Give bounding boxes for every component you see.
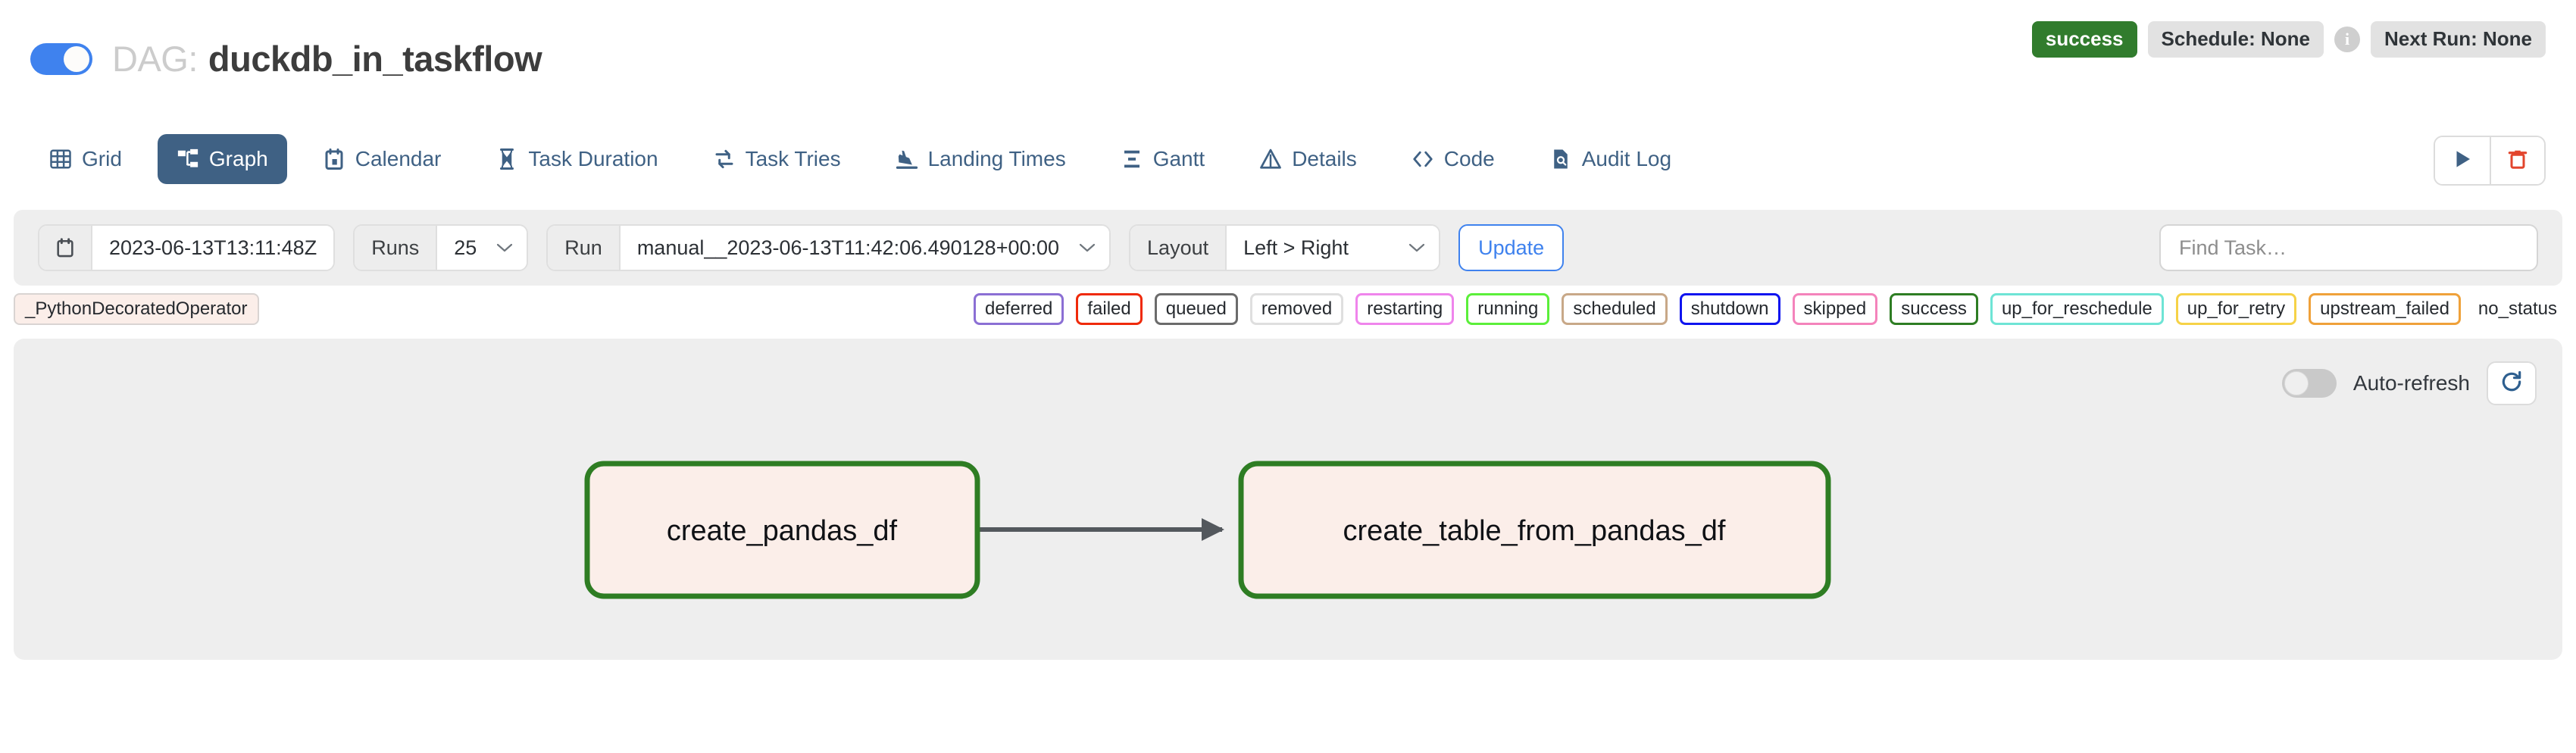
code-icon xyxy=(1411,148,1434,170)
status-chip-shutdown[interactable]: shutdown xyxy=(1679,292,1780,326)
refresh-icon xyxy=(2499,370,2524,398)
tab-label: Calendar xyxy=(355,147,442,170)
trigger-dag-button[interactable] xyxy=(2435,137,2490,184)
runs-filter-group: Runs 25 xyxy=(353,224,529,271)
run-select[interactable]: manual__2023-06-13T11:42:06.490128+00:00 xyxy=(620,226,1110,270)
status-chip-scheduled[interactable]: scheduled xyxy=(1562,292,1668,326)
node-label: create_table_from_pandas_df xyxy=(1343,515,1726,547)
status-chip-running[interactable]: running xyxy=(1466,292,1550,326)
dag-label: DAG: xyxy=(112,39,198,79)
status-chip-removed[interactable]: removed xyxy=(1249,292,1344,326)
date-filter-group: 2023-06-13T13:11:48Z xyxy=(38,224,336,271)
auto-refresh-label: Auto-refresh xyxy=(2352,371,2470,395)
layout-filter-group: Layout Left > Right xyxy=(1129,224,1441,271)
graph-toolbar: Auto-refresh xyxy=(2281,361,2537,405)
dag-graph-svg[interactable]: create_pandas_df create_table_from_panda… xyxy=(14,339,2562,660)
status-chip-upstream-failed[interactable]: upstream_failed xyxy=(2309,292,2461,326)
tab-label: Code xyxy=(1443,147,1495,170)
trash-icon xyxy=(2506,148,2529,174)
toggle-knob xyxy=(2284,371,2309,395)
node-label: create_pandas_df xyxy=(667,515,898,547)
status-chip-deferred[interactable]: deferred xyxy=(973,292,1064,326)
gantt-icon xyxy=(1121,148,1143,170)
status-chip-failed[interactable]: failed xyxy=(1076,292,1143,326)
filter-toolbar: 2023-06-13T13:11:48Z Runs 25 Run manual_… xyxy=(14,210,2562,286)
chevron-down-icon xyxy=(1079,238,1096,258)
date-input[interactable]: 2023-06-13T13:11:48Z xyxy=(92,226,334,270)
dag-header: DAG: duckdb_in_taskflow success Schedule… xyxy=(0,0,2576,117)
info-icon[interactable]: i xyxy=(2334,26,2360,52)
audit-log-icon xyxy=(1549,148,1572,170)
tab-task-duration[interactable]: Task Duration xyxy=(477,134,677,184)
search-input[interactable]: Find Task… xyxy=(2159,224,2538,271)
run-label: Run xyxy=(548,226,621,270)
graph-node-create-table-from-pandas-df[interactable]: create_table_from_pandas_df xyxy=(1238,461,1831,599)
calendar-icon xyxy=(323,148,345,170)
triangle-alert-icon xyxy=(1259,148,1282,170)
next-run-badge: Next Run: None xyxy=(2371,21,2546,58)
tab-graph[interactable]: Graph xyxy=(157,134,287,184)
status-badge: success xyxy=(2031,21,2137,58)
status-chip-up-for-reschedule[interactable]: up_for_reschedule xyxy=(1990,292,2164,326)
header-status-group: success Schedule: None i Next Run: None xyxy=(2031,21,2546,58)
layout-value: Left > Right xyxy=(1243,236,1349,259)
dag-name: duckdb_in_taskflow xyxy=(208,39,542,79)
status-chip-up-for-retry[interactable]: up_for_retry xyxy=(2175,292,2297,326)
runs-value: 25 xyxy=(454,236,477,259)
tab-label: Task Duration xyxy=(528,147,658,170)
play-icon xyxy=(2451,148,2474,174)
status-chip-success[interactable]: success xyxy=(1890,292,1978,326)
status-chip-skipped[interactable]: skipped xyxy=(1792,292,1878,326)
status-legend: deferred failed queued removed restarting run… xyxy=(973,292,2562,326)
status-chip-queued[interactable]: queued xyxy=(1154,292,1238,326)
run-filter-group: Run manual__2023-06-13T11:42:06.490128+0… xyxy=(546,224,1111,271)
graph-canvas[interactable]: Auto-refresh create_pandas_df create_tab… xyxy=(14,339,2562,660)
tab-label: Graph xyxy=(208,147,268,170)
tab-gantt[interactable]: Gantt xyxy=(1102,134,1224,184)
tab-label: Audit Log xyxy=(1581,147,1672,170)
tab-calendar[interactable]: Calendar xyxy=(304,134,461,184)
dag-pause-toggle[interactable] xyxy=(30,42,92,75)
tab-audit-log[interactable]: Audit Log xyxy=(1530,134,1690,184)
tab-label: Task Tries xyxy=(745,147,841,170)
toggle-knob xyxy=(64,45,89,72)
tab-label: Grid xyxy=(82,147,122,170)
layout-label: Layout xyxy=(1130,226,1227,270)
view-tabbar: Grid Graph Calendar Task Duration Task T… xyxy=(0,117,2576,201)
tab-landing-times[interactable]: Landing Times xyxy=(877,134,1085,184)
graph-icon xyxy=(177,148,199,170)
tab-task-tries[interactable]: Task Tries xyxy=(694,134,860,184)
tab-grid[interactable]: Grid xyxy=(30,134,141,184)
auto-refresh-toggle[interactable] xyxy=(2281,369,2337,398)
calendar-icon[interactable] xyxy=(39,226,92,270)
tab-label: Landing Times xyxy=(927,147,1066,170)
refresh-button[interactable] xyxy=(2487,361,2537,405)
dag-action-buttons xyxy=(2434,136,2546,186)
schedule-badge: Schedule: None xyxy=(2147,21,2324,58)
run-value: manual__2023-06-13T11:42:06.490128+00:00 xyxy=(636,236,1060,259)
tab-label: Details xyxy=(1292,147,1357,170)
retry-icon xyxy=(713,148,736,170)
tab-code[interactable]: Code xyxy=(1393,134,1514,184)
chevron-down-icon xyxy=(496,238,513,258)
operator-legend-chip[interactable]: _PythonDecoratedOperator xyxy=(14,293,259,325)
runs-select[interactable]: 25 xyxy=(437,226,527,270)
delete-dag-button[interactable] xyxy=(2490,137,2544,184)
layout-select[interactable]: Left > Right xyxy=(1227,226,1440,270)
grid-icon xyxy=(49,148,72,170)
page-title: DAG: duckdb_in_taskflow xyxy=(112,38,542,80)
status-chip-restarting[interactable]: restarting xyxy=(1355,292,1455,326)
chevron-down-icon xyxy=(1408,238,1425,258)
landing-icon xyxy=(896,148,918,170)
update-button[interactable]: Update xyxy=(1458,224,1565,271)
hourglass-icon xyxy=(496,148,518,170)
tab-label: Gantt xyxy=(1152,147,1205,170)
status-chip-no-status[interactable]: no_status xyxy=(2478,298,2557,319)
runs-label: Runs xyxy=(355,226,438,270)
graph-node-create-pandas-df[interactable]: create_pandas_df xyxy=(584,461,980,599)
tab-details[interactable]: Details xyxy=(1240,134,1376,184)
